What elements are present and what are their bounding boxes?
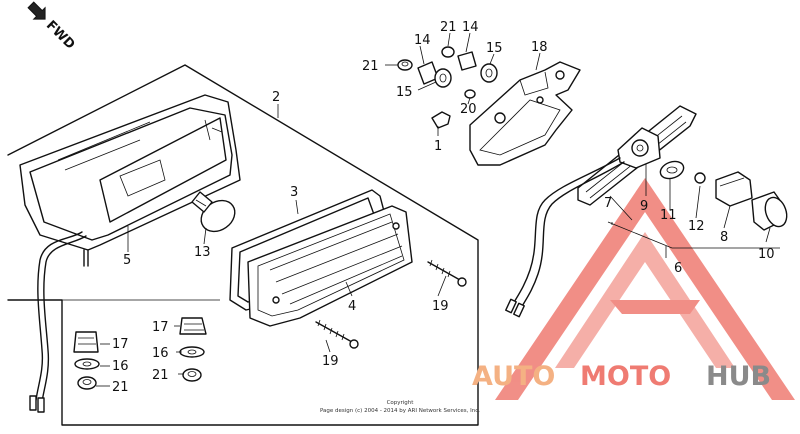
callout-14a: 14 [414,33,431,48]
copyright-line-1: Copyright [387,400,415,406]
callout-19b: 19 [322,354,339,369]
watermark-logo [495,178,795,400]
license-light-unit [505,105,697,318]
callout-15b: 15 [396,85,413,100]
watermark-triangle [495,178,795,400]
callout-2: 2 [272,90,280,105]
fwd-arrow-icon [27,1,46,20]
copyright-line-2: Page design (c) 2004 - 2014 by ARI Netwo… [320,408,480,414]
upper-mount-parts [397,46,498,129]
taillight-housing [19,94,241,413]
callout-21d: 21 [152,368,169,383]
leader-lines [96,32,771,387]
lens-screw-lower [315,319,359,349]
license-bracket [469,61,581,166]
callout-17b: 17 [152,320,169,335]
callout-1: 1 [434,139,442,154]
grommet-set-left [73,331,100,390]
grommet-set-right [179,317,207,382]
callout-13: 13 [194,245,211,260]
copyright-notice: Copyright Page design (c) 2004 - 2014 by… [320,400,480,414]
callout-16b: 16 [152,346,169,361]
callout-6: 6 [674,261,682,276]
callout-10: 10 [758,247,775,262]
watermark-auto: AUTO [472,361,555,392]
callout-21c: 21 [112,380,129,395]
callout-3: 3 [290,185,298,200]
fwd-indicator: FWD [27,1,78,53]
callout-4: 4 [348,299,356,314]
watermark-hub: HUB [706,361,771,392]
group-bracket [607,221,780,258]
lens-screw-upper [427,259,467,287]
callout-17a: 17 [112,337,129,352]
callout-19a: 19 [432,299,449,314]
housing-cable [35,231,83,401]
callout-21b: 21 [440,20,457,35]
callout-18: 18 [531,40,548,55]
taillight-lens [247,205,413,327]
watermark-moto: MOTO [580,361,671,392]
callout-11: 11 [660,208,677,223]
callout-8: 8 [720,230,728,245]
watermark-text: AUTO MOTO HUB [472,361,771,392]
callout-16a: 16 [112,359,129,374]
callout-14b: 14 [462,20,479,35]
bulb [191,191,236,233]
callout-20: 20 [460,102,477,117]
callout-7: 7 [604,196,612,211]
callout-12: 12 [688,219,705,234]
callout-5: 5 [123,253,131,268]
callout-21a: 21 [362,59,379,74]
callout-15a: 15 [486,41,503,56]
callout-labels: 21 14 21 14 15 18 15 20 1 2 3 5 13 4 19 … [112,20,775,395]
license-light-parts [659,160,788,231]
callout-9: 9 [640,199,648,214]
fwd-label: FWD [43,18,78,53]
